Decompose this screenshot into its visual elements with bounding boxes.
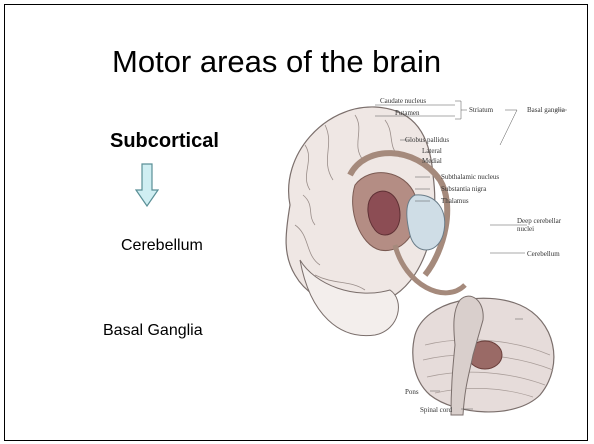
- item-basal-ganglia: Basal Ganglia: [103, 322, 203, 340]
- subcortical-heading: Subcortical: [110, 130, 219, 153]
- label-lateral: Lateral: [422, 147, 442, 155]
- label-putamen: Putamen: [395, 109, 420, 117]
- label-globus-pallidus: Globus pallidus: [405, 136, 449, 144]
- slide: Motor areas of the brain Subcortical Cer…: [4, 4, 588, 441]
- slide-title: Motor areas of the brain: [112, 44, 441, 80]
- label-thalamus: Thalamus: [441, 197, 469, 205]
- label-pons: Pons: [405, 388, 419, 396]
- label-nuclei: nuclei: [517, 225, 534, 233]
- label-deep-cerebellar: Deep cerebellar: [517, 217, 562, 225]
- down-arrow-icon: [135, 163, 159, 207]
- item-cerebellum: Cerebellum: [121, 237, 203, 255]
- label-caudate: Caudate nucleus: [380, 97, 426, 105]
- label-medial: Medial: [422, 157, 442, 165]
- label-basal-ganglia: Basal ganglia: [527, 106, 566, 114]
- label-striatum: Striatum: [469, 106, 494, 114]
- thalamus-shape: [407, 195, 445, 250]
- brain-illustration: Caudate nucleus Putamen Striatum Basal g…: [255, 85, 588, 440]
- label-subthalamic: Subthalamic nucleus: [441, 173, 499, 181]
- label-nigra: Substantia nigra: [441, 185, 487, 193]
- label-spinal-cord: Spinal cord: [420, 406, 453, 414]
- label-cerebellum: Cerebellum: [527, 250, 560, 258]
